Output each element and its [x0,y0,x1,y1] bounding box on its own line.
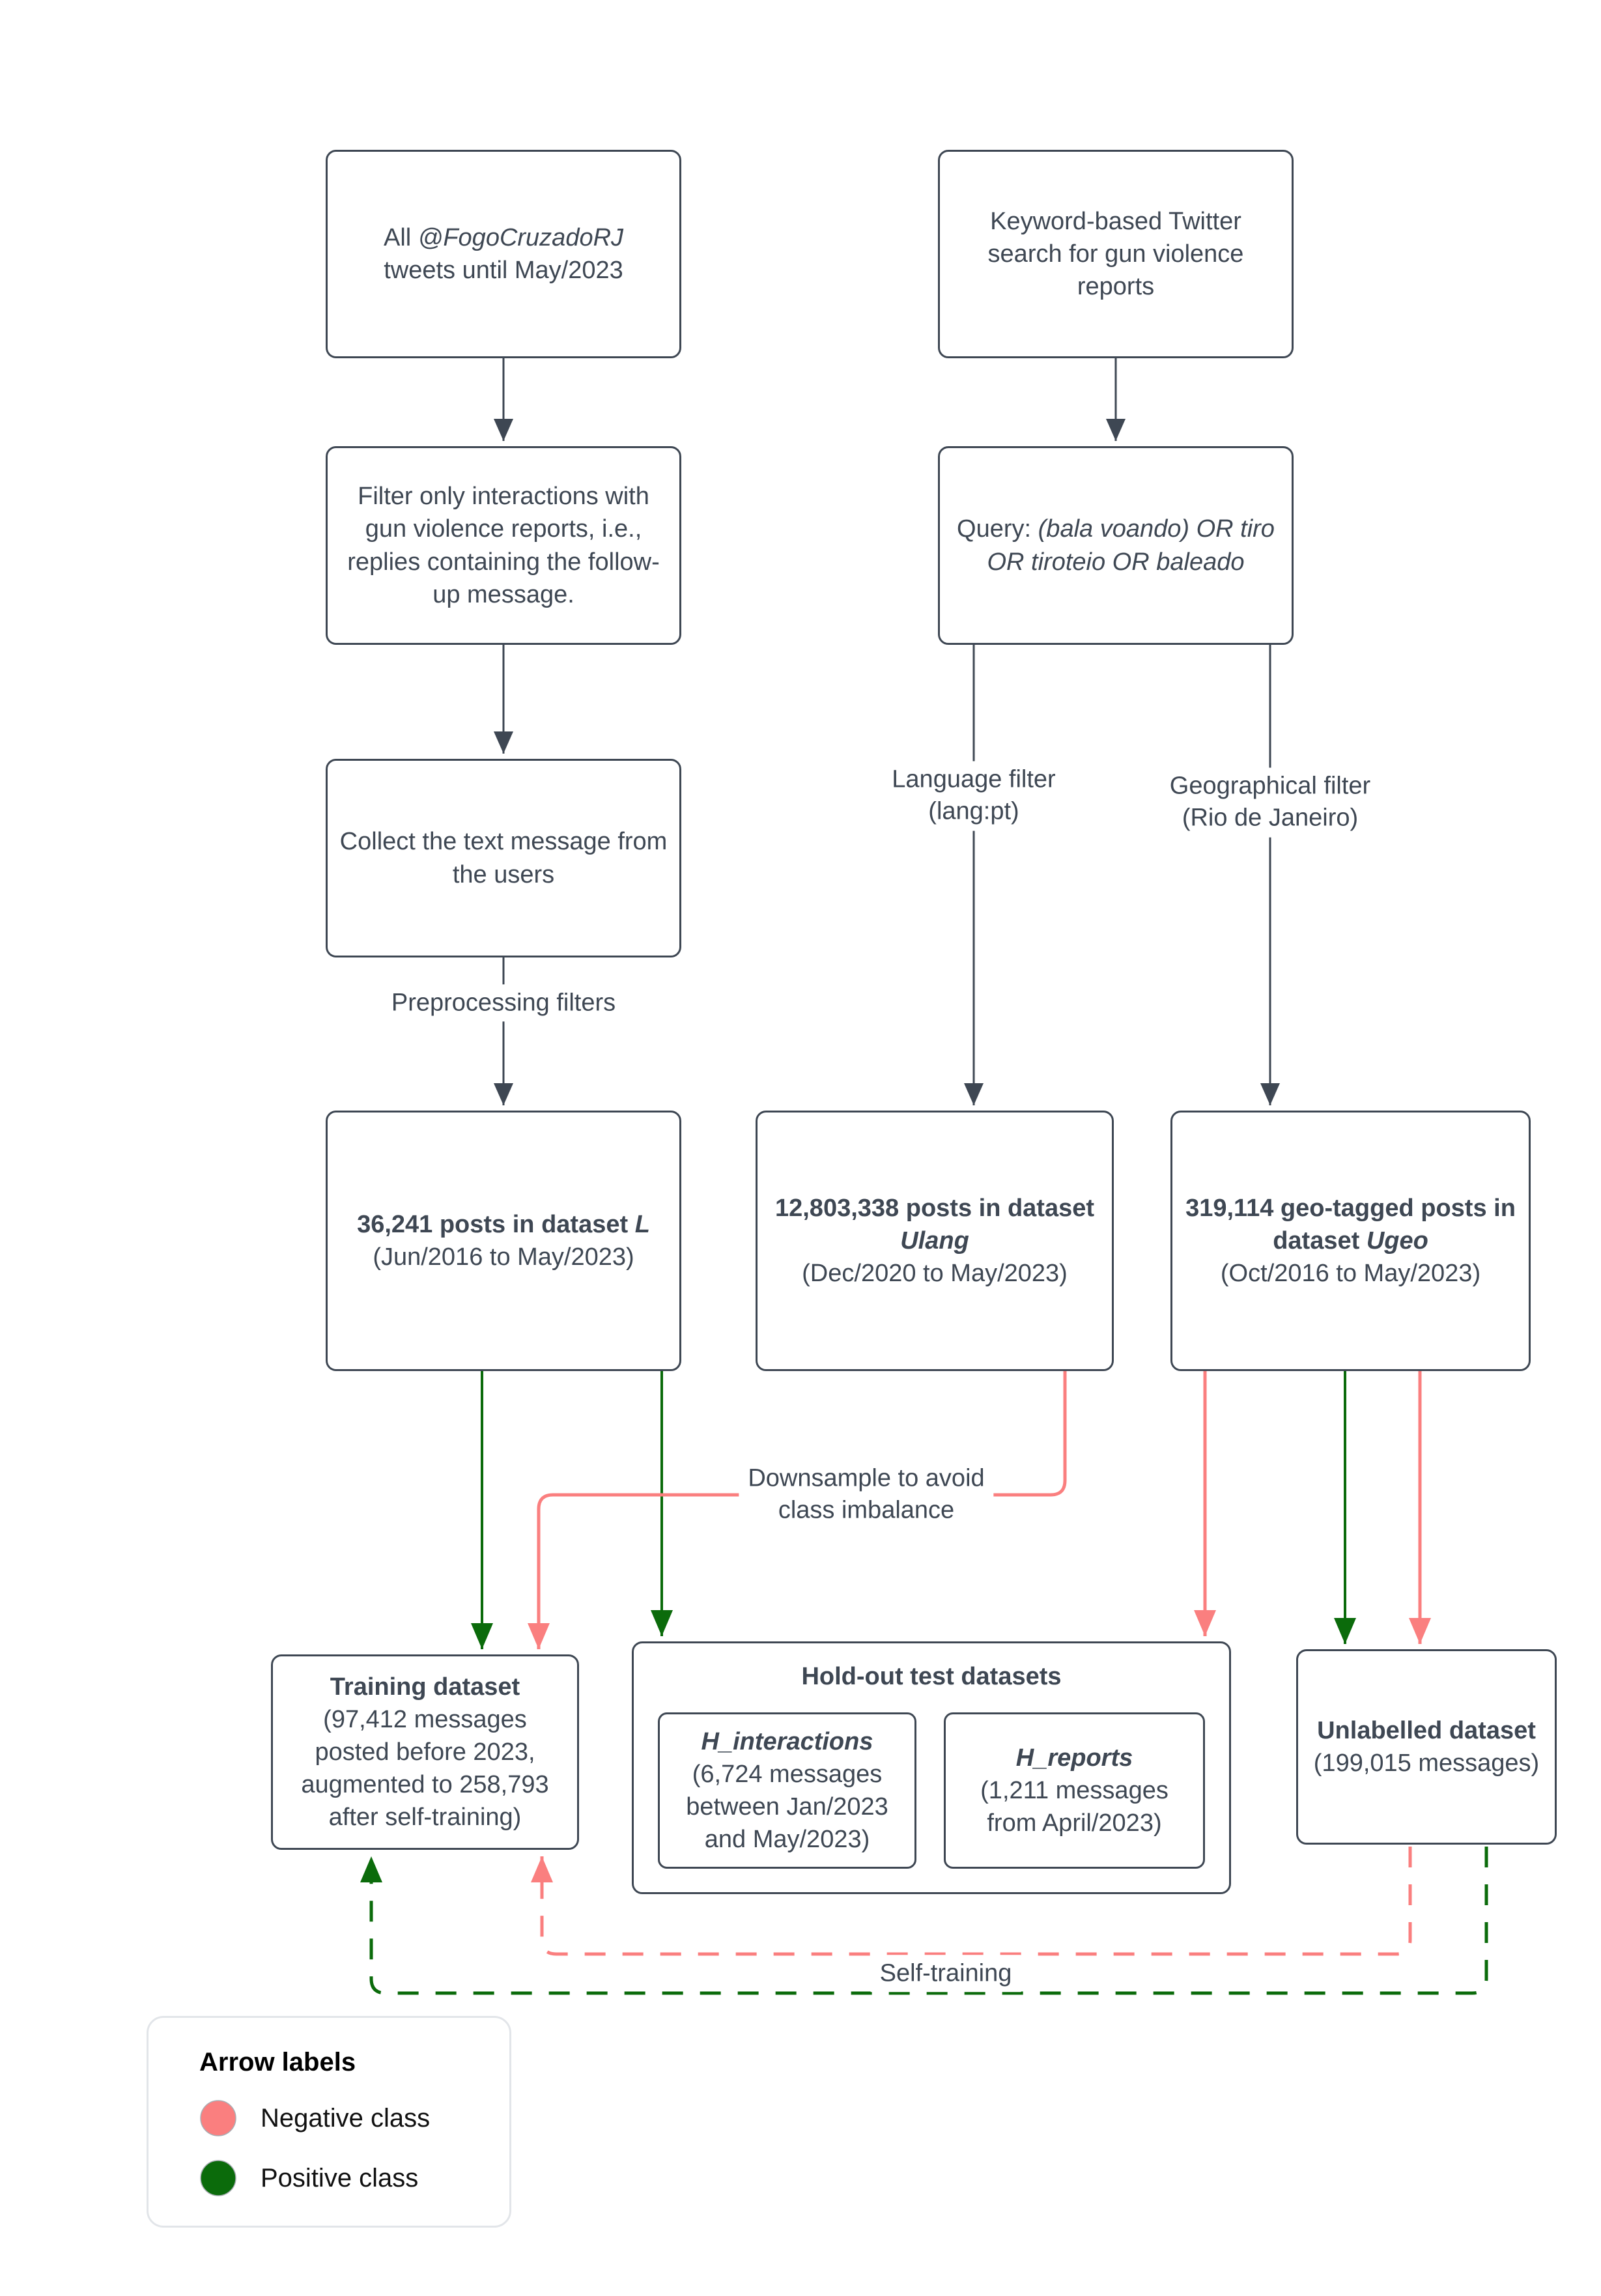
box-holdout-row: H_interactions (6,724 messages between J… [658,1712,1205,1869]
legend-item-positive-label: Positive class [261,2163,419,2192]
box-dataset-ulang: 12,803,338 posts in dataset Ulang (Dec/2… [756,1111,1114,1371]
legend-arrow-labels: Arrow labels Negative class Positive cla… [147,2016,511,2228]
box-keyword-search: Keyword-based Twitter search for gun vio… [938,150,1294,358]
box-training-dataset-sub: (97,412 messages posted before 2023, aug… [301,1705,549,1832]
box-training-dataset: Training dataset (97,412 messages posted… [271,1654,579,1850]
box-h-interactions: H_interactions (6,724 messages between J… [658,1712,916,1869]
box-training-dataset-title: Training dataset [330,1673,520,1701]
legend-item-negative-label: Negative class [261,2103,431,2133]
label-language-filter: Language filter(lang:pt) [883,761,1065,831]
box-dataset-l-title: 36,241 posts in dataset L [357,1210,650,1238]
box-unlabelled-dataset-sub: (199,015 messages) [1313,1750,1540,1777]
box-dataset-ugeo-dates: (Oct/2016 to May/2023) [1220,1260,1481,1288]
label-self-training: Self-training [870,1955,1021,1992]
box-dataset-ulang-dates: (Dec/2020 to May/2023) [802,1260,1068,1288]
box-holdout-title: Hold-out test datasets [801,1663,1062,1690]
box-keyword-search-text: Keyword-based Twitter search for gun vio… [987,207,1244,301]
box-unlabelled-dataset: Unlabelled dataset (199,015 messages) [1296,1649,1557,1845]
label-geographical-filter: Geographical filter(Rio de Janeiro) [1160,767,1380,838]
box-dataset-ugeo: 319,114 geo-tagged posts in dataset Ugeo… [1170,1111,1531,1371]
box-filter-interactions: Filter only interactions with gun violen… [326,446,681,645]
box-collect-messages-text: Collect the text message from the users [339,828,668,888]
box-dataset-l: 36,241 posts in dataset L (Jun/2016 to M… [326,1111,681,1371]
legend-item-positive: Positive class [199,2159,509,2197]
box-collect-messages: Collect the text message from the users [326,759,681,957]
box-dataset-l-dates: (Jun/2016 to May/2023) [373,1243,634,1271]
label-preprocessing-filters: Preprocessing filters [382,984,625,1022]
box-h-reports-title: H_reports [1015,1744,1133,1772]
box-h-interactions-sub: (6,724 messages between Jan/2023 and May… [686,1761,888,1854]
arrow-selftraining-positive-dashed [360,1847,1488,1995]
box-h-reports: H_reports (1,211 messages from April/202… [944,1712,1205,1869]
legend-item-negative: Negative class [199,2099,509,2137]
box-h-interactions-title: H_interactions [701,1727,873,1755]
box-query-text: Query: (bala voando) OR tiro OR tiroteio… [957,515,1275,576]
box-h-reports-sub: (1,211 messages from April/2023) [980,1777,1169,1837]
box-query: Query: (bala voando) OR tiro OR tiroteio… [938,446,1294,645]
box-filter-interactions-text: Filter only interactions with gun violen… [347,483,660,608]
box-dataset-ulang-title: 12,803,338 posts in dataset Ulang [774,1194,1095,1254]
positive-class-swatch [200,2160,236,2196]
negative-class-swatch [200,2100,236,2136]
box-holdout-datasets: Hold-out test datasets H_interactions (6… [632,1641,1231,1894]
legend-title: Arrow labels [199,2048,356,2076]
box-unlabelled-dataset-title: Unlabelled dataset [1317,1716,1536,1744]
box-dataset-ugeo-title: 319,114 geo-tagged posts in dataset Ugeo [1185,1194,1516,1254]
arrow-selftraining-negative-dashed [531,1847,1412,1956]
